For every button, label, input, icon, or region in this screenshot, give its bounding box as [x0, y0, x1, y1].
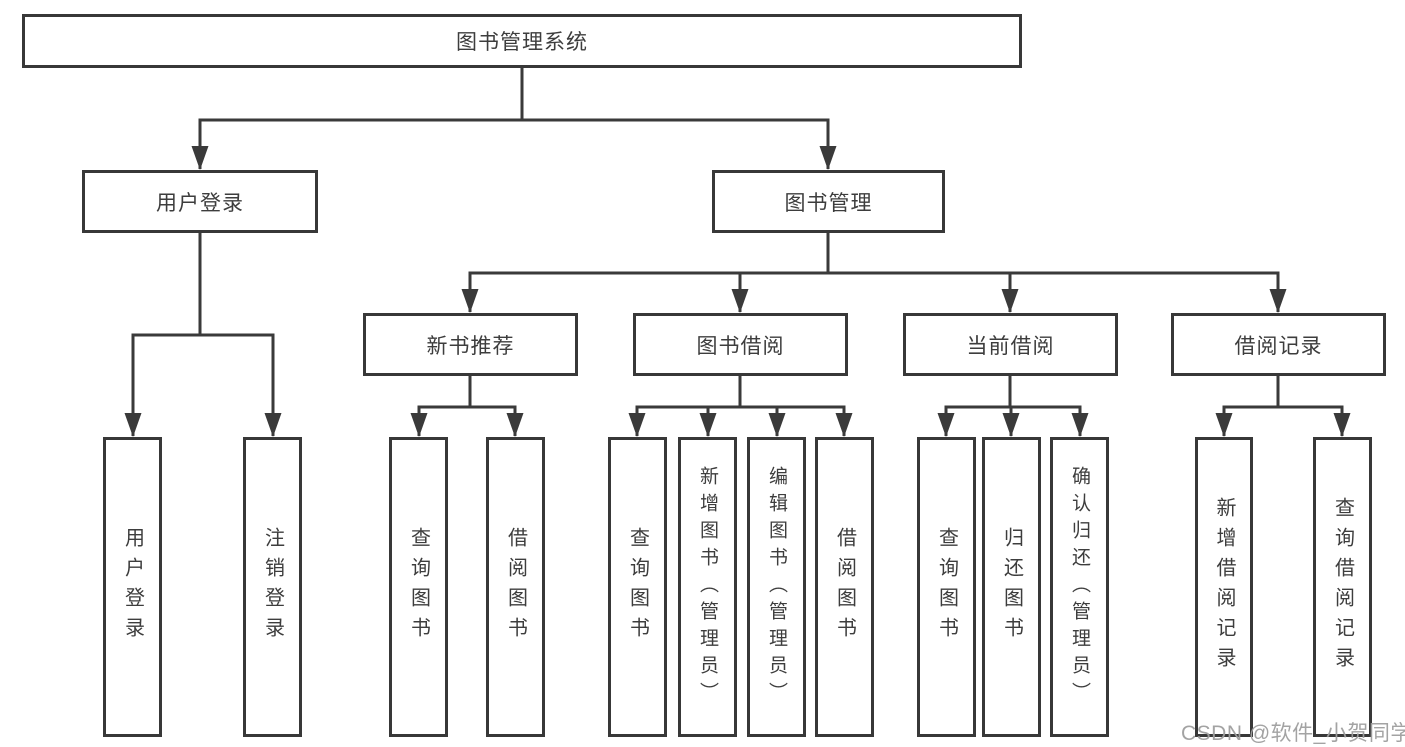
node-current-borrowing: 当前借阅: [903, 313, 1118, 376]
leaf-label: 查询图书: [626, 527, 649, 647]
leaf-label: 查询借阅记录: [1331, 497, 1354, 677]
leaf-label: 用户登录: [121, 527, 144, 647]
node-user-login: 用户登录: [82, 170, 318, 233]
leaf-return-books: 归还图书: [982, 437, 1041, 737]
csdn-watermark: CSDN @软件_小贺同学: [1181, 722, 1405, 745]
connector-current-to-leaves: [937, 376, 1089, 437]
connector-userlogin-to-leaves: [124, 233, 282, 437]
leaf-add-borrow-record: 新增借阅记录: [1195, 437, 1253, 737]
leaf-label: 新增借阅记录: [1213, 497, 1235, 677]
node-new-book-recommendation: 新书推荐: [363, 313, 578, 376]
connector-bookmgmt-to-level3: [461, 233, 1287, 313]
node-library-management-system: 图书管理系统: [22, 14, 1022, 68]
leaf-confirm-return-admin: 确认归还（管理员）: [1050, 437, 1109, 737]
node-borrowing-records: 借阅记录: [1171, 313, 1386, 376]
leaf-query-books-newbook: 查询图书: [389, 437, 448, 737]
leaf-label: 查询图书: [935, 527, 958, 647]
node-label: 用户登录: [156, 191, 244, 215]
leaf-label: 确认归还（管理员）: [1069, 465, 1090, 709]
node-label: 图书管理系统: [456, 31, 588, 54]
connector-newbook-to-leaves: [410, 376, 524, 437]
leaf-label: 注销登录: [261, 527, 284, 647]
leaf-label: 查询图书: [407, 527, 430, 647]
leaf-label: 借阅图书: [833, 527, 856, 647]
node-label: 新书推荐: [426, 334, 515, 358]
connector-records-to-leaves: [1215, 376, 1351, 437]
node-book-borrowing: 图书借阅: [633, 313, 848, 376]
leaf-query-books-borrow: 查询图书: [608, 437, 667, 737]
leaf-label: 编辑图书（管理员）: [766, 465, 787, 709]
leaf-query-borrow-record: 查询借阅记录: [1313, 437, 1372, 737]
leaf-borrow-books-borrow: 借阅图书: [815, 437, 874, 737]
leaf-query-books-current: 查询图书: [917, 437, 976, 737]
leaf-user-login: 用户登录: [103, 437, 162, 737]
node-label: 借阅记录: [1234, 334, 1323, 358]
leaf-borrow-books-newbook: 借阅图书: [486, 437, 545, 737]
node-label: 图书管理: [784, 191, 873, 215]
leaf-add-books-admin: 新增图书（管理员）: [678, 437, 737, 737]
connector-root-to-level2: [191, 68, 837, 170]
leaf-edit-books-admin: 编辑图书（管理员）: [747, 437, 806, 737]
node-label: 图书借阅: [696, 334, 785, 358]
leaf-label: 新增图书（管理员）: [697, 465, 718, 709]
leaf-logout: 注销登录: [243, 437, 302, 737]
node-book-management: 图书管理: [712, 170, 945, 233]
connector-borrow-to-leaves: [628, 376, 853, 437]
leaf-label: 归还图书: [1000, 527, 1023, 647]
node-label: 当前借阅: [966, 334, 1055, 358]
leaf-label: 借阅图书: [504, 527, 527, 647]
